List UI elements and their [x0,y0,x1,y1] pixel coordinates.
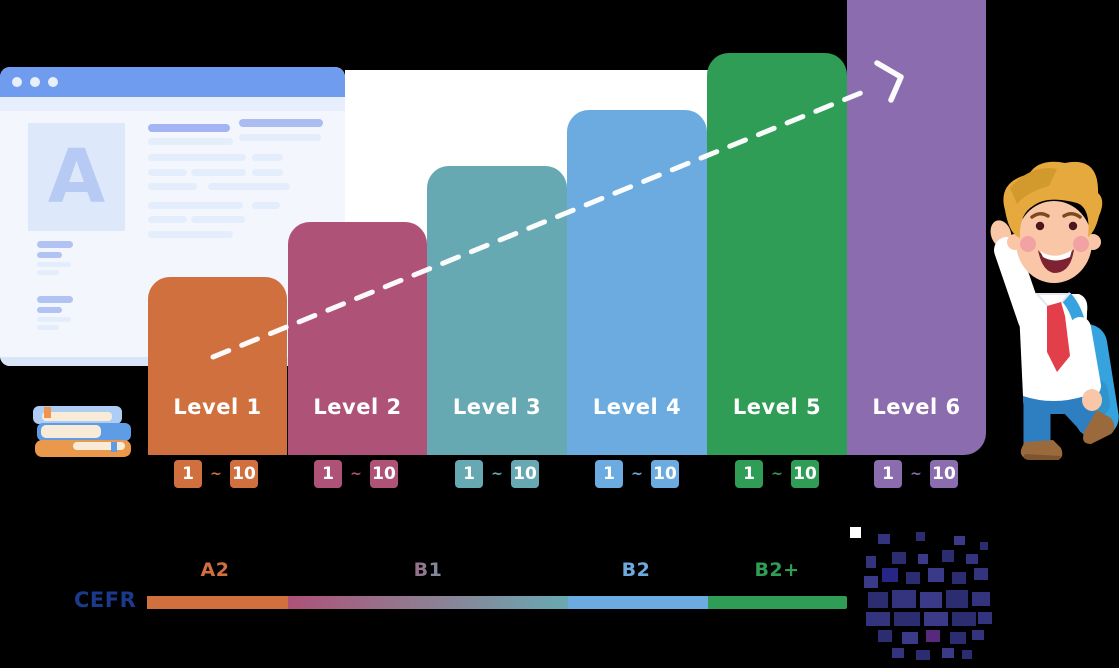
bar-level-4: Level 4 [567,110,707,455]
text-line-placeholder [148,154,246,161]
text-line-placeholder [148,183,197,190]
range-max: 10 [791,460,819,488]
browser-titlebar [0,67,345,97]
student-character [990,161,1119,460]
range-max: 10 [511,460,539,488]
text-line-placeholder [148,169,187,176]
text-line-placeholder [191,169,246,176]
bar-label: Level 1 [173,395,262,419]
bar-label: Level 4 [592,395,682,419]
bar-level-5: Level 5 [707,53,847,455]
text-line-placeholder [148,202,243,209]
range-badge-level-3: 1 ~ 10 [455,460,539,488]
bar-level-6: Level 6 [847,0,986,455]
range-separator: ~ [631,466,643,482]
books-icon [33,406,131,457]
range-badge-level-6: 1 ~ 10 [874,460,958,488]
cefr-segment-b2 [568,596,708,609]
range-badge-level-1: 1 ~ 10 [174,460,258,488]
range-max: 10 [930,460,958,488]
text-line-placeholder [37,317,71,322]
bar-level-1: Level 1 [148,277,287,455]
range-badge-level-5: 1 ~ 10 [735,460,819,488]
logo-watermark [864,532,992,660]
text-line-placeholder [37,296,73,303]
bar-label: Level 5 [732,395,822,419]
range-min: 1 [595,460,623,488]
range-min: 1 [314,460,342,488]
text-line-placeholder [37,252,62,258]
text-line-placeholder [148,231,233,238]
text-line-placeholder [37,262,71,267]
text-line-placeholder [239,134,321,141]
browser-toolbar [0,97,345,111]
bar-level-3: Level 3 [427,166,567,455]
artifact-dot [850,527,861,538]
cefr-label-b1: B1 [393,559,463,581]
bar-label: Level 2 [313,395,402,419]
text-line-placeholder [252,154,283,161]
text-line-placeholder [148,124,230,132]
range-badge-level-4: 1 ~ 10 [595,460,679,488]
range-min: 1 [455,460,483,488]
text-line-placeholder [37,325,59,330]
range-min: 1 [735,460,763,488]
window-dot-icon [30,77,40,87]
cefr-segment-b2plus [708,596,847,609]
text-line-placeholder [37,241,73,248]
range-max: 10 [651,460,679,488]
range-max: 10 [370,460,398,488]
bar-label: Level 6 [872,395,961,419]
text-line-placeholder [191,216,245,223]
thumbnail-letter: A [47,134,106,220]
text-line-placeholder [148,216,187,223]
cefr-segment-a2 [147,596,288,609]
cefr-label-b2: B2 [621,559,651,581]
range-separator: ~ [771,466,783,482]
window-dot-icon [48,77,58,87]
range-badge-level-2: 1 ~ 10 [314,460,398,488]
cefr-label-a2: A2 [200,559,230,581]
cefr-label-b2plus: B2+ [754,559,800,581]
range-separator: ~ [491,466,503,482]
range-separator: ~ [910,466,922,482]
range-max: 10 [230,460,258,488]
image-placeholder: A [28,123,125,231]
cefr-segment-b1 [288,596,568,609]
text-line-placeholder [208,183,290,190]
text-line-placeholder [37,307,62,313]
text-line-placeholder [252,202,280,209]
range-min: 1 [174,460,202,488]
cefr-axis-title: CEFR [74,588,137,612]
bar-label: Level 3 [452,395,542,419]
text-line-placeholder [148,138,233,145]
bar-level-2: Level 2 [288,222,427,455]
range-separator: ~ [210,466,222,482]
text-line-placeholder [252,169,283,176]
window-dot-icon [12,77,22,87]
range-min: 1 [874,460,902,488]
range-separator: ~ [350,466,362,482]
text-line-placeholder [239,119,323,127]
text-line-placeholder [37,270,59,275]
